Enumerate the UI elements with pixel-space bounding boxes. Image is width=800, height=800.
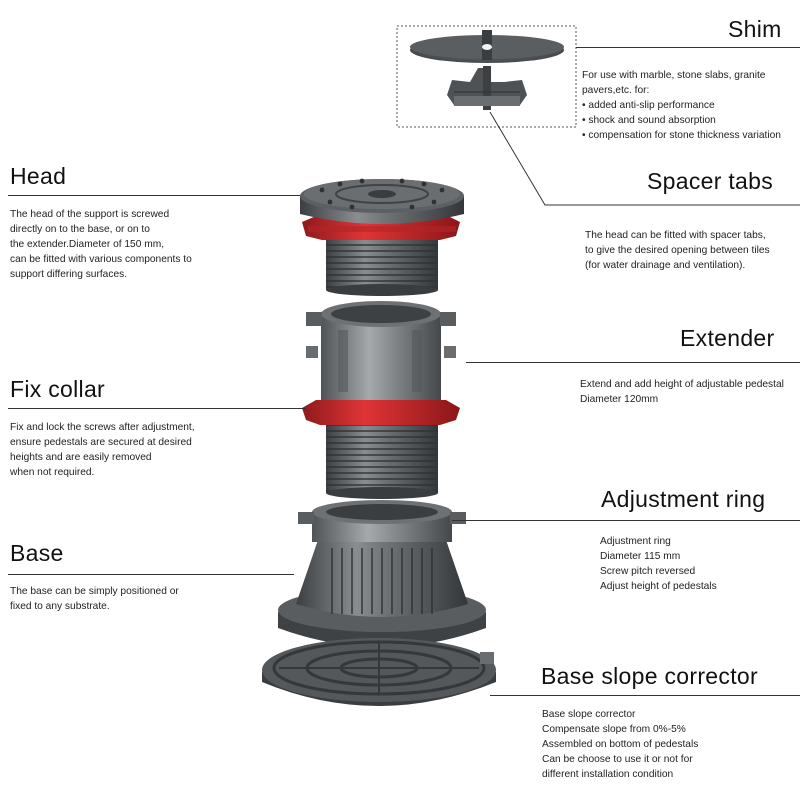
spacer-tabs-line: to give the desired opening between tile… <box>585 245 770 256</box>
base-slope-corrector-line: Can be choose to use it or not for <box>542 754 693 765</box>
base-illustration <box>278 500 486 647</box>
base-slope-corrector-title: Base slope corrector <box>541 663 758 689</box>
extender-line: Extend and add height of adjustable pede… <box>580 379 784 390</box>
base-description: The base can be simply positioned or fix… <box>10 584 179 614</box>
fix-collar-rule <box>8 408 306 409</box>
adjustment-ring-line: Adjust height of pedestals <box>600 581 717 592</box>
shim-description: For use with marble, stone slabs, granit… <box>582 68 781 143</box>
adjustment-ring-rule <box>452 520 800 521</box>
shim-line: For use with marble, stone slabs, granit… <box>582 70 766 81</box>
spacer-tabs-leader <box>489 111 800 206</box>
base-rule <box>8 574 294 575</box>
spacer-tabs-line: The head can be fitted with spacer tabs, <box>585 230 766 241</box>
spacer-tabs-description: The head can be fitted with spacer tabs,… <box>585 228 770 273</box>
shim-line: • compensation for stone thickness varia… <box>582 130 781 141</box>
spacer-tabs-line: (for water drainage and ventilation). <box>585 260 746 271</box>
base-line: fixed to any substrate. <box>10 601 110 612</box>
head-illustration <box>300 178 464 296</box>
base-slope-corrector-line: Compensate slope from 0%-5% <box>542 724 686 735</box>
head-rule <box>8 195 300 196</box>
head-line: support differing surfaces. <box>10 269 128 280</box>
fix-collar-line: ensure pedestals are secured at desired <box>10 437 192 448</box>
head-title: Head <box>10 163 67 189</box>
shim-line: • shock and sound absorption <box>582 115 716 126</box>
base-slope-corrector-line: Assembled on bottom of pedestals <box>542 739 699 750</box>
shim-title: Shim <box>728 16 782 42</box>
head-description: The head of the support is screwed direc… <box>10 207 192 282</box>
head-line: can be fitted with various components to <box>10 254 192 265</box>
fix-collar-illustration <box>302 400 460 499</box>
base-slope-corrector-line: Base slope corrector <box>542 709 636 720</box>
adjustment-ring-line: Screw pitch reversed <box>600 566 696 577</box>
base-slope-corrector-line: different installation condition <box>542 769 674 780</box>
fix-collar-line: Fix and lock the screws after adjustment… <box>10 422 195 433</box>
shim-rule <box>576 47 800 48</box>
adjustment-ring-title: Adjustment ring <box>601 486 766 512</box>
spacer-tabs-title: Spacer tabs <box>647 168 774 194</box>
head-line: The head of the support is screwed <box>10 209 170 220</box>
head-line: directly on to the base, or on to <box>10 224 150 235</box>
shim-line: • added anti-slip performance <box>582 100 715 111</box>
extender-rule <box>466 362 800 363</box>
extender-title: Extender <box>680 325 775 351</box>
head-line: the extender.Diameter of 150 mm, <box>10 239 165 250</box>
fix-collar-line: when not required. <box>10 467 95 478</box>
shim-illustration <box>396 25 577 128</box>
shim-line: pavers,etc. for: <box>582 85 650 96</box>
adjustment-ring-description: Adjustment ring Diameter 115 mm Screw pi… <box>600 534 717 594</box>
fix-collar-line: heights and are easily removed <box>10 452 152 463</box>
adjustment-ring-line: Adjustment ring <box>600 536 671 547</box>
base-line: The base can be simply positioned or <box>10 586 179 597</box>
base-slope-corrector-illustration <box>262 638 496 706</box>
fix-collar-title: Fix collar <box>10 376 106 402</box>
extender-description: Extend and add height of adjustable pede… <box>580 377 784 407</box>
base-slope-corrector-rule <box>490 695 800 696</box>
fix-collar-description: Fix and lock the screws after adjustment… <box>10 420 195 480</box>
adjustment-ring-line: Diameter 115 mm <box>600 551 681 562</box>
extender-illustration <box>306 301 456 402</box>
base-title: Base <box>10 540 64 566</box>
base-slope-corrector-description: Base slope corrector Compensate slope fr… <box>542 707 698 782</box>
extender-line: Diameter 120mm <box>580 394 659 405</box>
